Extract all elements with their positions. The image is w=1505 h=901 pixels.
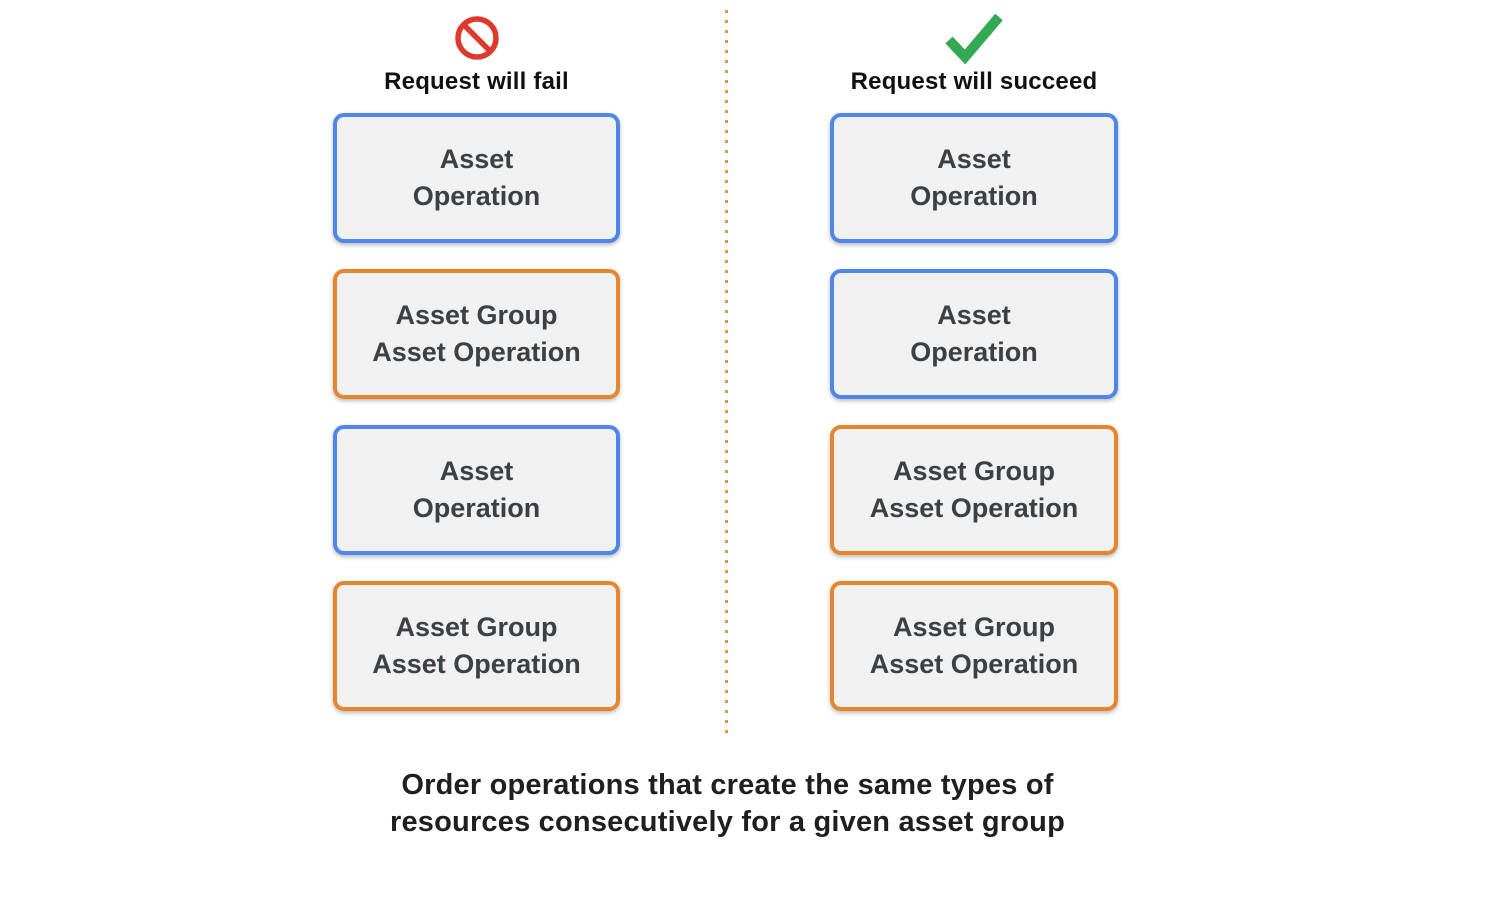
succeed-icon-wrap	[830, 10, 1118, 66]
succeed-column-title: Request will succeed	[850, 68, 1098, 95]
checkmark-icon	[945, 13, 1003, 64]
succeed-box-2-asset-operation: Asset Operation	[830, 269, 1118, 399]
fail-box-2-asset-group-asset-operation: Asset Group Asset Operation	[333, 269, 620, 399]
fail-column-title: Request will fail	[384, 68, 569, 95]
succeed-column-header: Request will succeed	[830, 10, 1118, 96]
fail-box-4-asset-group-asset-operation: Asset Group Asset Operation	[333, 581, 620, 711]
succeed-box-4-asset-group-asset-operation: Asset Group Asset Operation	[830, 581, 1118, 711]
succeed-box-1-asset-operation: Asset Operation	[830, 113, 1118, 243]
diagram-caption: Order operations that create the same ty…	[389, 769, 1066, 839]
succeed-box-3-asset-group-asset-operation: Asset Group Asset Operation	[830, 425, 1118, 555]
prohibition-icon	[454, 16, 499, 60]
fail-icon-wrap	[333, 10, 620, 66]
fail-column-header: Request will fail	[333, 10, 620, 96]
fail-box-3-asset-operation: Asset Operation	[333, 425, 620, 555]
fail-box-1-asset-operation: Asset Operation	[333, 113, 620, 243]
column-divider-dotted-line	[725, 10, 728, 740]
